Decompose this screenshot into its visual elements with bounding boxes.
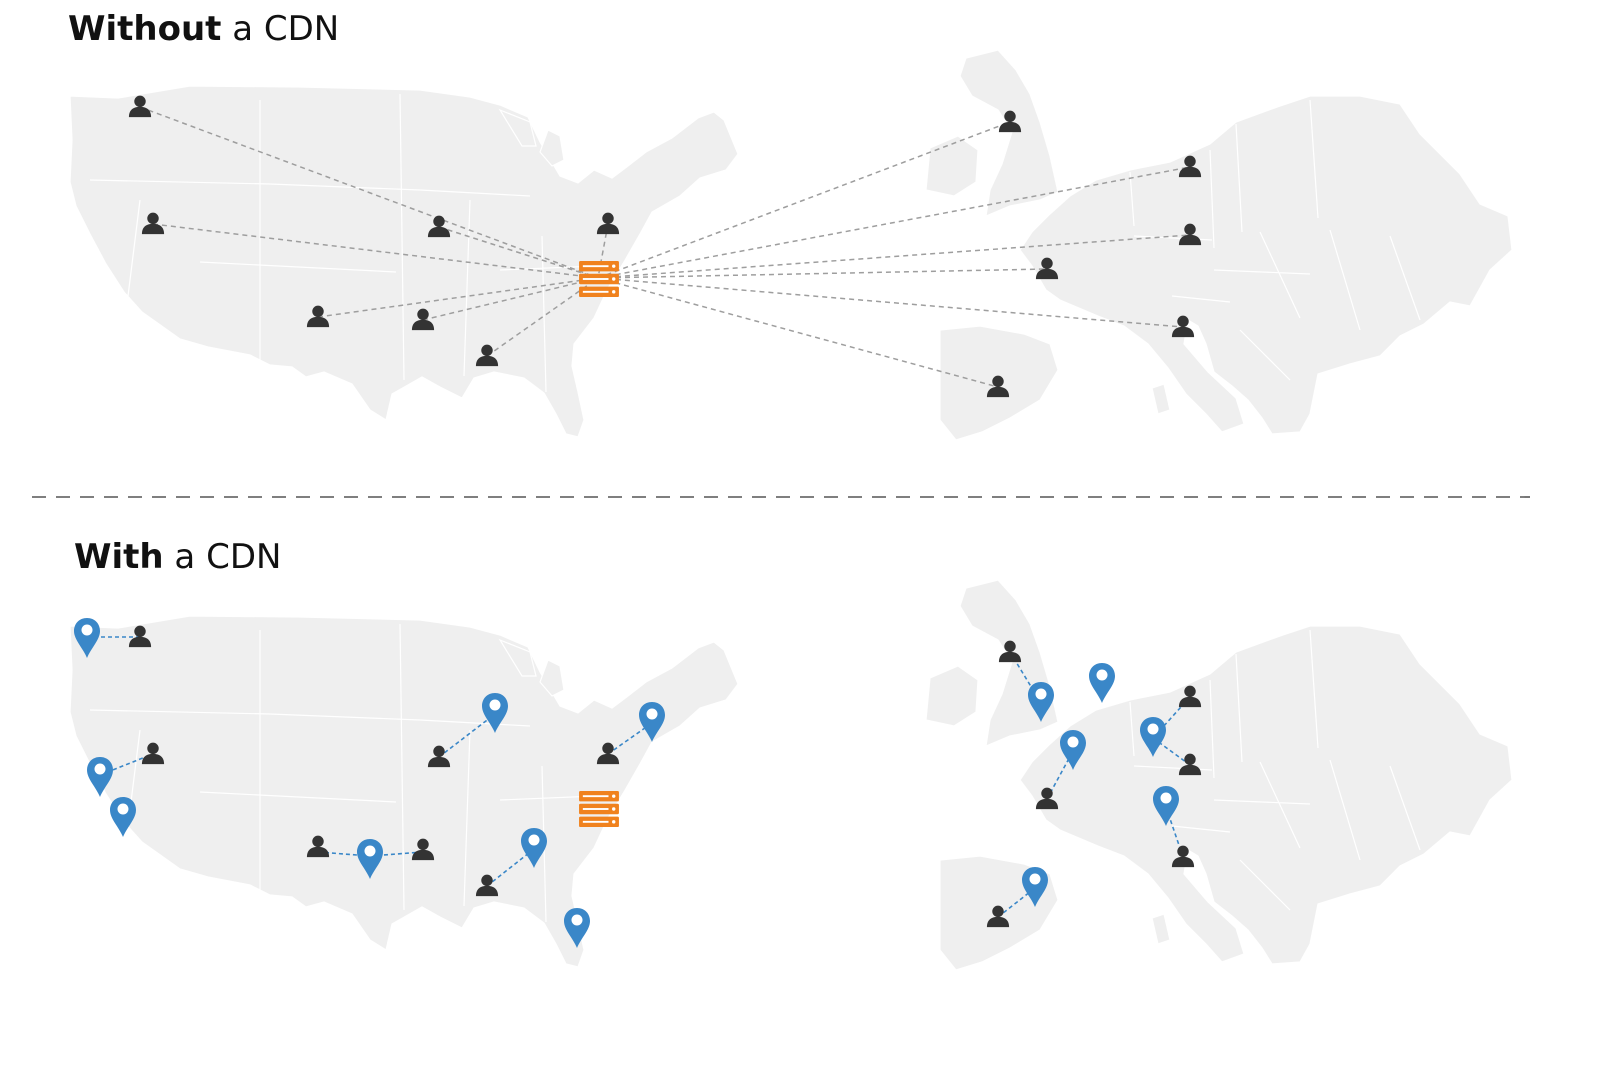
usa-map xyxy=(69,615,739,968)
link-line xyxy=(597,268,1048,279)
link-line xyxy=(597,166,1191,279)
without-cdn-title-rest: a CDN xyxy=(221,9,340,49)
link-line xyxy=(486,848,535,887)
with-cdn-panel xyxy=(69,579,1513,971)
usa-map xyxy=(69,85,739,438)
link-line xyxy=(152,223,599,279)
link-line xyxy=(317,277,599,318)
with-cdn-title-rest: a CDN xyxy=(163,537,282,577)
without-cdn-panel xyxy=(69,49,1513,441)
server-icon xyxy=(579,790,619,828)
link-line xyxy=(139,106,599,279)
map-pin-icon xyxy=(1089,663,1115,703)
link-line xyxy=(438,713,496,758)
link-line xyxy=(597,277,1184,328)
server-icon xyxy=(579,260,619,298)
europe-map xyxy=(925,49,1513,441)
origin-links xyxy=(139,106,1191,388)
without-cdn-title: Without a CDN xyxy=(68,12,339,46)
link-line xyxy=(486,277,599,357)
link-line xyxy=(422,277,599,321)
link-line xyxy=(997,887,1036,918)
europe-map xyxy=(925,579,1513,971)
link-line xyxy=(597,121,1011,279)
link-line xyxy=(597,277,999,388)
link-line xyxy=(438,226,599,279)
with-cdn-title: With a CDN xyxy=(74,540,281,574)
with-cdn-title-bold: With xyxy=(74,537,164,577)
without-cdn-title-bold: Without xyxy=(68,9,222,49)
